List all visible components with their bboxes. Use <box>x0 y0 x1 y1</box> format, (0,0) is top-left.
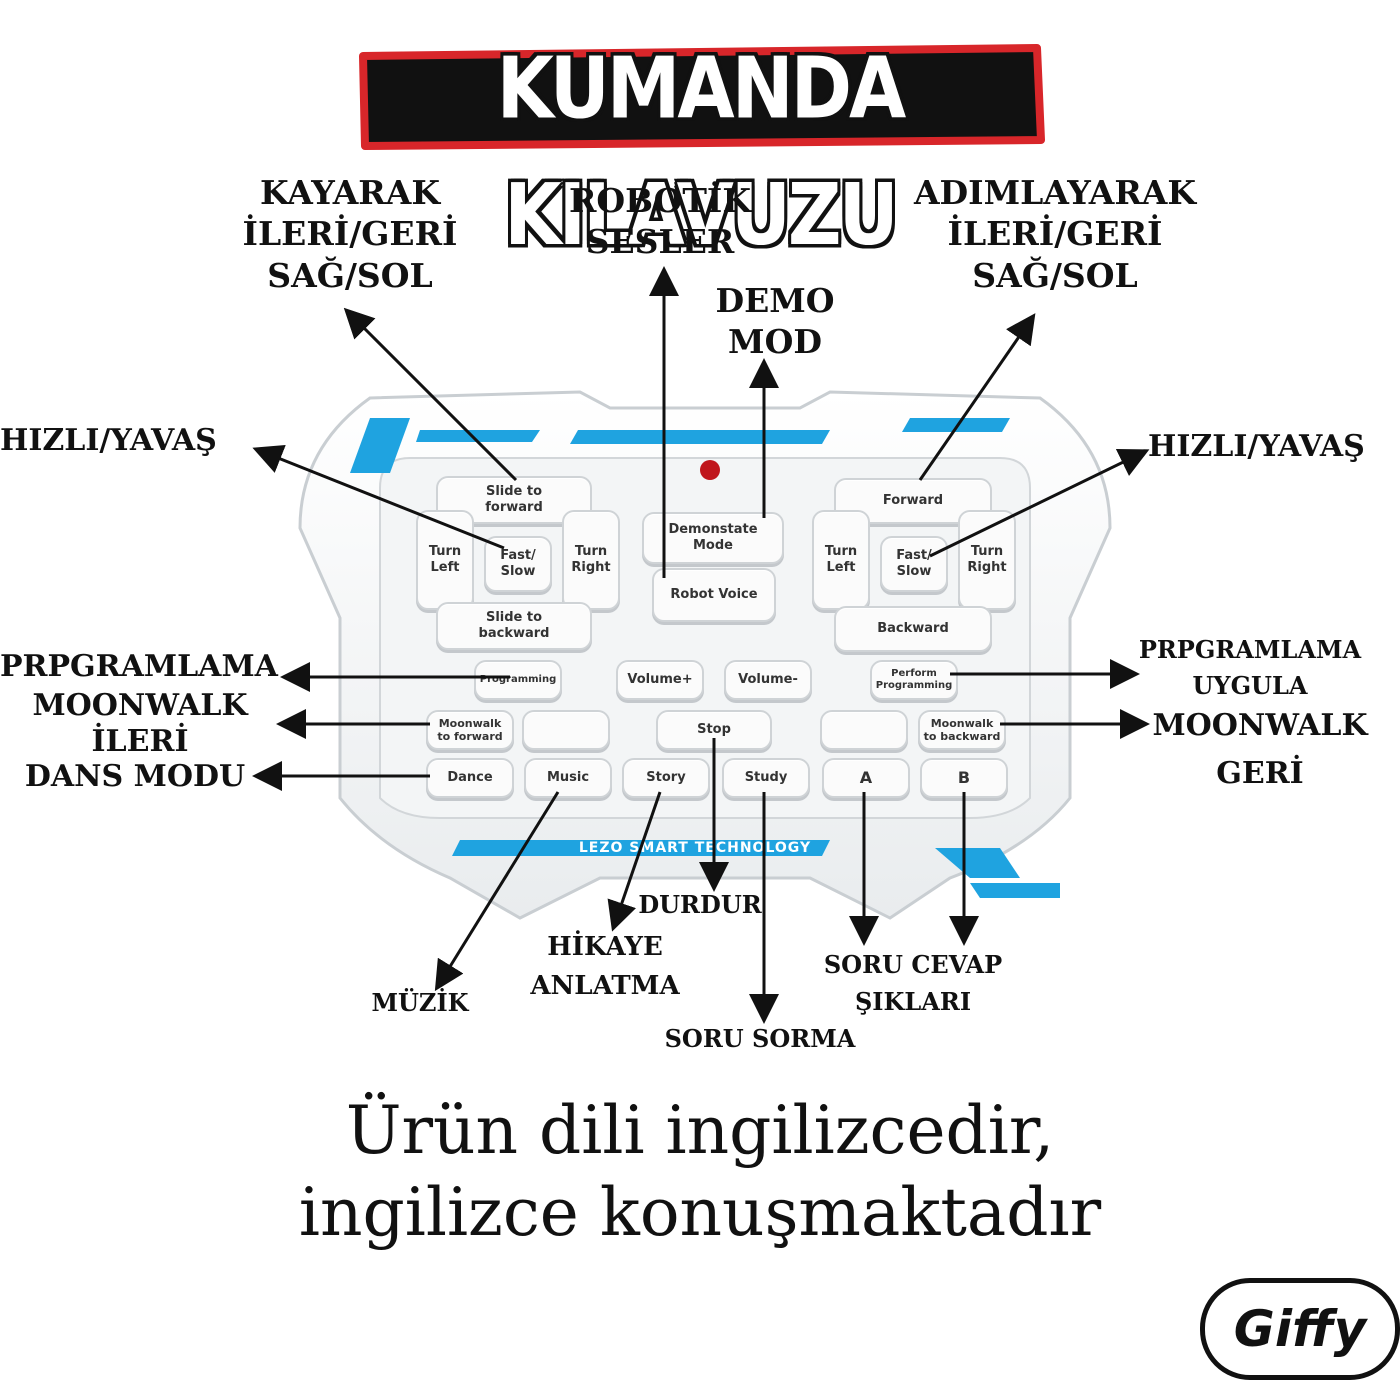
label-moonwalk-forward: MOONWALK İLERİ <box>32 688 248 759</box>
music-button[interactable]: Music <box>524 758 612 798</box>
arrow-story <box>607 791 662 932</box>
label-demo: DEMO MOD <box>715 281 835 362</box>
label-step: ADIMLAYARAK İLERİ/GERİ SAĞ/SOL <box>913 173 1197 295</box>
page-title: KUMANDA KILAVUZU <box>496 39 907 265</box>
label-programming: PRPGRAMLAMA <box>0 649 278 684</box>
blank-button-right[interactable] <box>820 710 908 750</box>
label-dance: DANS MODU <box>24 759 246 794</box>
story-button[interactable]: Story <box>622 758 710 798</box>
footer-line-1: Ürün dili ingilizcedir, <box>345 1092 1055 1169</box>
moonwalk-backward-button[interactable]: Moonwalk to backward <box>918 710 1006 750</box>
arrow-step <box>918 313 1036 481</box>
turn-left-button-left[interactable]: Turn Left <box>416 510 474 610</box>
label-moonwalk-backward: MOONWALK GERİ <box>1152 708 1368 791</box>
label-slide: KAYARAK İLERİ/GERİ SAĞ/SOL <box>242 173 458 295</box>
label-perform: PRPGRAMLAMA UYGULA <box>1138 635 1362 700</box>
arrow-music <box>434 791 560 992</box>
arrow-slide <box>343 307 518 482</box>
turn-right-button-left[interactable]: Turn Right <box>562 510 620 610</box>
label-answers: SORU CEVAP ŞIKLARI <box>823 950 1003 1017</box>
logo-text: Giffy <box>1233 1300 1367 1358</box>
robot-voice-button[interactable]: Robot Voice <box>652 568 776 622</box>
label-speed-left: HIZLI/YAVAŞ <box>0 423 217 458</box>
label-story: HİKAYE ANLATMA <box>530 932 680 1001</box>
title-banner: KUMANDA KILAVUZU <box>355 39 1045 265</box>
dance-button[interactable]: Dance <box>426 758 514 798</box>
remote-brand: LEZO SMART TECHNOLOGY <box>578 840 812 856</box>
footer-line-2: ingilizce konuşmaktadır <box>298 1174 1102 1251</box>
arrow-speed-left <box>252 444 505 550</box>
study-button[interactable]: Study <box>722 758 810 798</box>
title-outline-shape <box>359 44 1045 150</box>
blank-button-left[interactable] <box>522 710 610 750</box>
fast-slow-button-right[interactable]: Fast/ Slow <box>880 536 948 592</box>
programming-button[interactable]: Programming <box>474 660 562 700</box>
perform-programming-button[interactable]: Perform Programming <box>870 660 958 700</box>
label-stop: DURDUR <box>638 890 762 919</box>
label-speed-right: HIZLI/YAVAŞ <box>1148 429 1365 464</box>
volume-down-button[interactable]: Volume- <box>724 660 812 700</box>
label-ask: SORU SORMA <box>664 1024 856 1053</box>
backward-button[interactable]: Backward <box>834 606 992 652</box>
label-robot-sounds: ROBOTİK SESLER <box>568 181 752 262</box>
demo-mode-button[interactable]: Demonstate Mode <box>642 512 784 564</box>
slide-backward-button[interactable]: Slide to backward <box>436 602 592 650</box>
arrow-speed-right <box>929 448 1150 558</box>
giffy-logo: Giffy <box>1200 1278 1400 1380</box>
moonwalk-forward-button[interactable]: Moonwalk to forward <box>426 710 514 750</box>
volume-up-button[interactable]: Volume+ <box>616 660 704 700</box>
answer-a-button[interactable]: A <box>822 758 910 798</box>
label-music: MÜZİK <box>371 988 469 1017</box>
